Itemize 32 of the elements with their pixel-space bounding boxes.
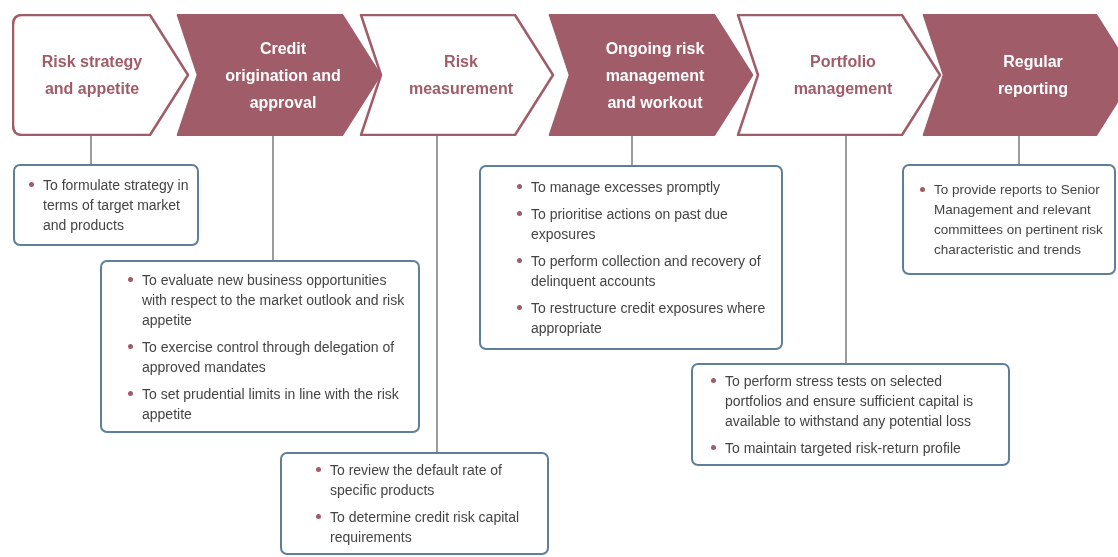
stage-title: Credit origination and approval: [224, 38, 342, 113]
connector-line: [90, 135, 92, 165]
bullet-text: To perform collection and recovery of delinquent accounts: [531, 252, 762, 291]
stage-title: Portfolio management: [792, 52, 894, 99]
bullet-text: To evaluate new business opportunities with respect to the market outlook and risk appetite: [142, 270, 406, 330]
connector-line: [845, 135, 847, 364]
text-box: [902, 164, 1116, 275]
stage-title: Risk measurement: [407, 52, 514, 99]
text-box: [691, 363, 1010, 466]
bullet-text: To restructure credit exposures where appropriate: [531, 299, 767, 338]
stage-title: Ongoing risk management and workout: [604, 38, 706, 113]
bullet-text: To manage excesses promptly: [531, 178, 722, 197]
text-box: [280, 452, 549, 555]
bullet-text: To prioritise actions on past due exposures: [531, 205, 729, 244]
connector-line: [272, 135, 274, 261]
bullet-text: To formulate strategy in terms of target market and products: [43, 176, 189, 235]
bullet-text: To set prudential limits in line with the risk appetite: [142, 384, 400, 424]
text-box: [479, 165, 783, 350]
bullet-text: To review the default rate of specific products: [330, 461, 503, 500]
text-box: [13, 164, 199, 246]
bullet-text: To perform stress tests on selected portfolios and ensure sufficient capital is available to withstand any potential loss: [725, 372, 974, 431]
bullet-text: To maintain targeted risk-return profile: [725, 439, 962, 458]
bullet-text: To exercise control through delegation of approved mandates: [142, 337, 396, 377]
stage-title: Risk strategy and appetite: [40, 52, 144, 99]
connector-line: [1018, 135, 1020, 165]
stage-title: Regular reporting: [996, 52, 1070, 99]
bullet-text: To provide reports to Senior Management and relevant committees on pertinent risk characteristic and trends: [934, 180, 1104, 259]
connector-line: [631, 135, 633, 166]
connector-line: [436, 135, 438, 453]
bullet-text: To determine credit risk capital requirements: [330, 508, 521, 547]
text-box: [100, 260, 420, 433]
stage-header: [12, 14, 192, 136]
